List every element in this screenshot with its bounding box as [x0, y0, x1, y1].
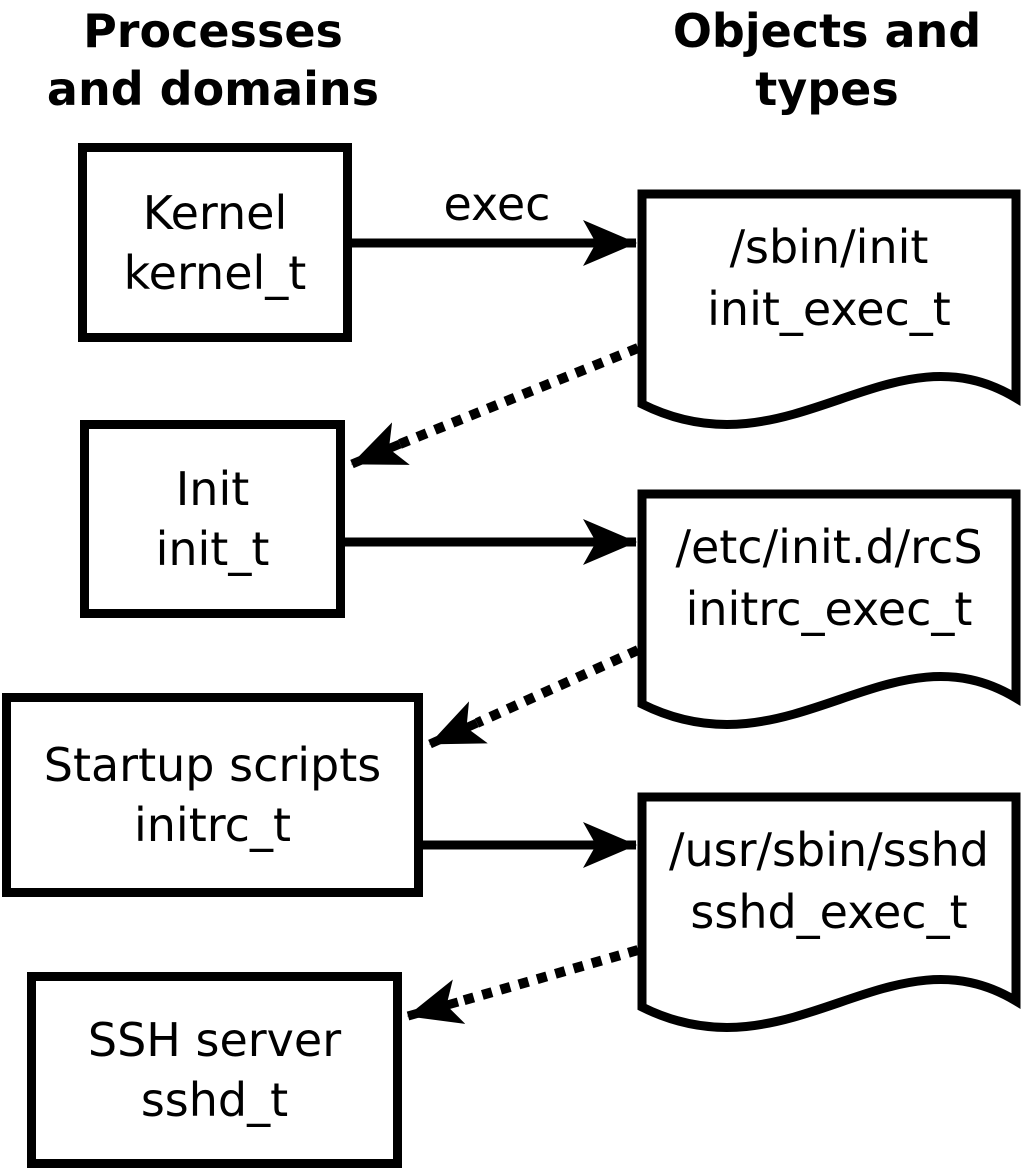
object-path: /usr/sbin/sshd	[669, 823, 989, 877]
etc-initd-rcs-document-label: /etc/init.d/rcS initrc_exec_t	[640, 516, 1018, 640]
transition-arrow-sbininit-to-init-head	[350, 422, 410, 469]
kernel-box-label: Kernel kernel_t	[78, 183, 352, 303]
header-processes-and-domains: Processes and domains	[18, 2, 408, 118]
process-domain: initrc_t	[134, 798, 291, 852]
exec-arrow-label: exec	[443, 177, 551, 231]
usr-sbin-sshd-document-label: /usr/sbin/sshd sshd_exec_t	[640, 819, 1018, 943]
kernel-box	[78, 143, 352, 342]
transition-arrow-rcs-to-initrc-head	[428, 701, 488, 749]
init-box	[80, 420, 345, 618]
transition-arrow-sshd-to-sshdt-head	[406, 979, 466, 1024]
header-objects-and-types: Objects and types	[632, 2, 1022, 118]
transition-arrow-rcs-to-initrc-dashes	[474, 645, 641, 728]
process-name: Init	[175, 462, 250, 516]
object-type: initrc_exec_t	[685, 582, 973, 636]
process-domain: kernel_t	[123, 246, 307, 300]
header-right-line2: types	[755, 62, 899, 116]
object-path: /sbin/init	[729, 220, 929, 274]
usr-sbin-sshd-document	[637, 792, 1021, 1032]
ssh-server-box	[27, 972, 402, 1168]
process-domain: init_t	[155, 522, 270, 576]
init-box-label: Init init_t	[80, 459, 345, 579]
object-type: sshd_exec_t	[690, 885, 968, 939]
process-name: Kernel	[142, 186, 288, 240]
startup-scripts-box	[2, 693, 423, 897]
transition-arrow-sshd-to-sshdt-dashes	[456, 945, 640, 1007]
transition-arrow-sbininit-to-init-dashes	[398, 343, 640, 449]
object-type: init_exec_t	[707, 282, 951, 336]
process-name: SSH server	[87, 1013, 342, 1067]
process-domain: sshd_t	[140, 1073, 289, 1127]
ssh-server-box-label: SSH server sshd_t	[27, 1010, 402, 1130]
etc-initd-rcs-document	[637, 489, 1021, 729]
header-left-line2: and domains	[46, 62, 380, 116]
header-right-line1: Objects and	[672, 4, 982, 58]
startup-scripts-box-label: Startup scripts initrc_t	[2, 735, 423, 855]
object-path: /etc/init.d/rcS	[675, 520, 983, 574]
header-left-line1: Processes	[83, 4, 343, 58]
process-name: Startup scripts	[43, 738, 382, 792]
sbin-init-document-label: /sbin/init init_exec_t	[640, 216, 1018, 340]
sbin-init-document	[637, 189, 1021, 429]
